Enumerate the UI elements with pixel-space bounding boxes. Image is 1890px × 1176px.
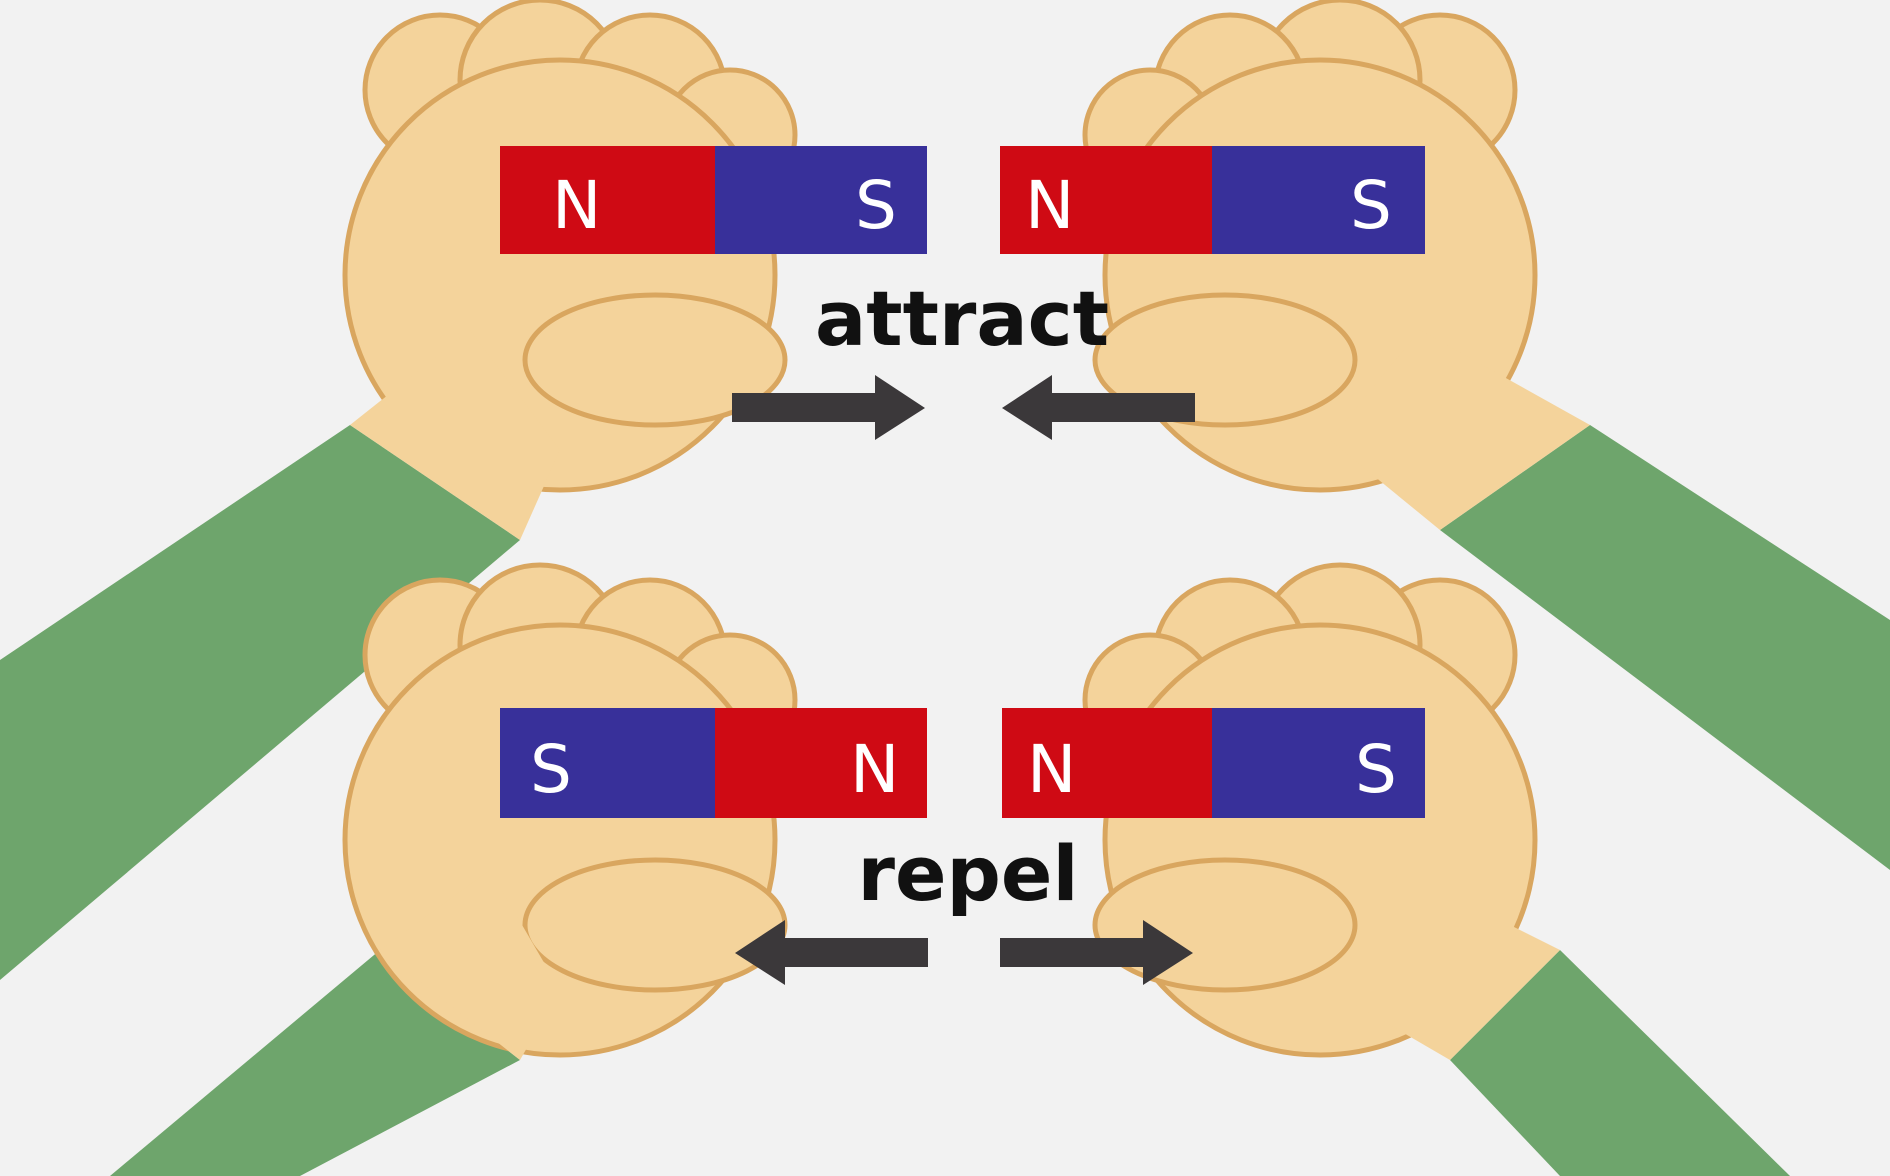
repel-arrows (735, 920, 1193, 985)
magnet-top-right: N S (1000, 146, 1425, 254)
sleeve-bottom-left (110, 950, 520, 1176)
pole-label: S (1350, 167, 1392, 244)
pole-label: N (850, 731, 899, 808)
attract-arrows (732, 375, 1195, 440)
pole-label: N (1027, 731, 1076, 808)
pole-label: N (552, 167, 601, 244)
arrow-icon (1000, 920, 1193, 985)
wrists (350, 330, 1590, 1060)
pole-label: S (855, 167, 897, 244)
attract-label: attract (815, 274, 1109, 363)
magnet-top-left: N S (500, 146, 927, 254)
sleeves (0, 425, 1890, 1176)
repel-label: repel (857, 829, 1078, 918)
pole-block-north (500, 146, 715, 254)
sleeve-top-right (1440, 425, 1890, 870)
pole-block-south (1212, 708, 1425, 818)
pole-block-north (715, 708, 927, 818)
arrow-icon (1002, 375, 1195, 440)
pole-block-south (715, 146, 927, 254)
pole-block-south (500, 708, 715, 818)
magnet-bottom-right: N S (1002, 708, 1425, 818)
pole-block-north (1000, 146, 1212, 254)
arrow-icon (735, 920, 928, 985)
arrow-icon (732, 375, 925, 440)
pole-label: S (1355, 731, 1397, 808)
pole-label: N (1025, 167, 1074, 244)
sleeve-top-left (0, 425, 520, 980)
pole-block-north (1002, 708, 1212, 818)
magnet-bottom-left: S N (500, 708, 927, 818)
pole-block-south (1212, 146, 1425, 254)
sleeve-bottom-right (1450, 950, 1790, 1176)
pole-label: S (530, 731, 572, 808)
